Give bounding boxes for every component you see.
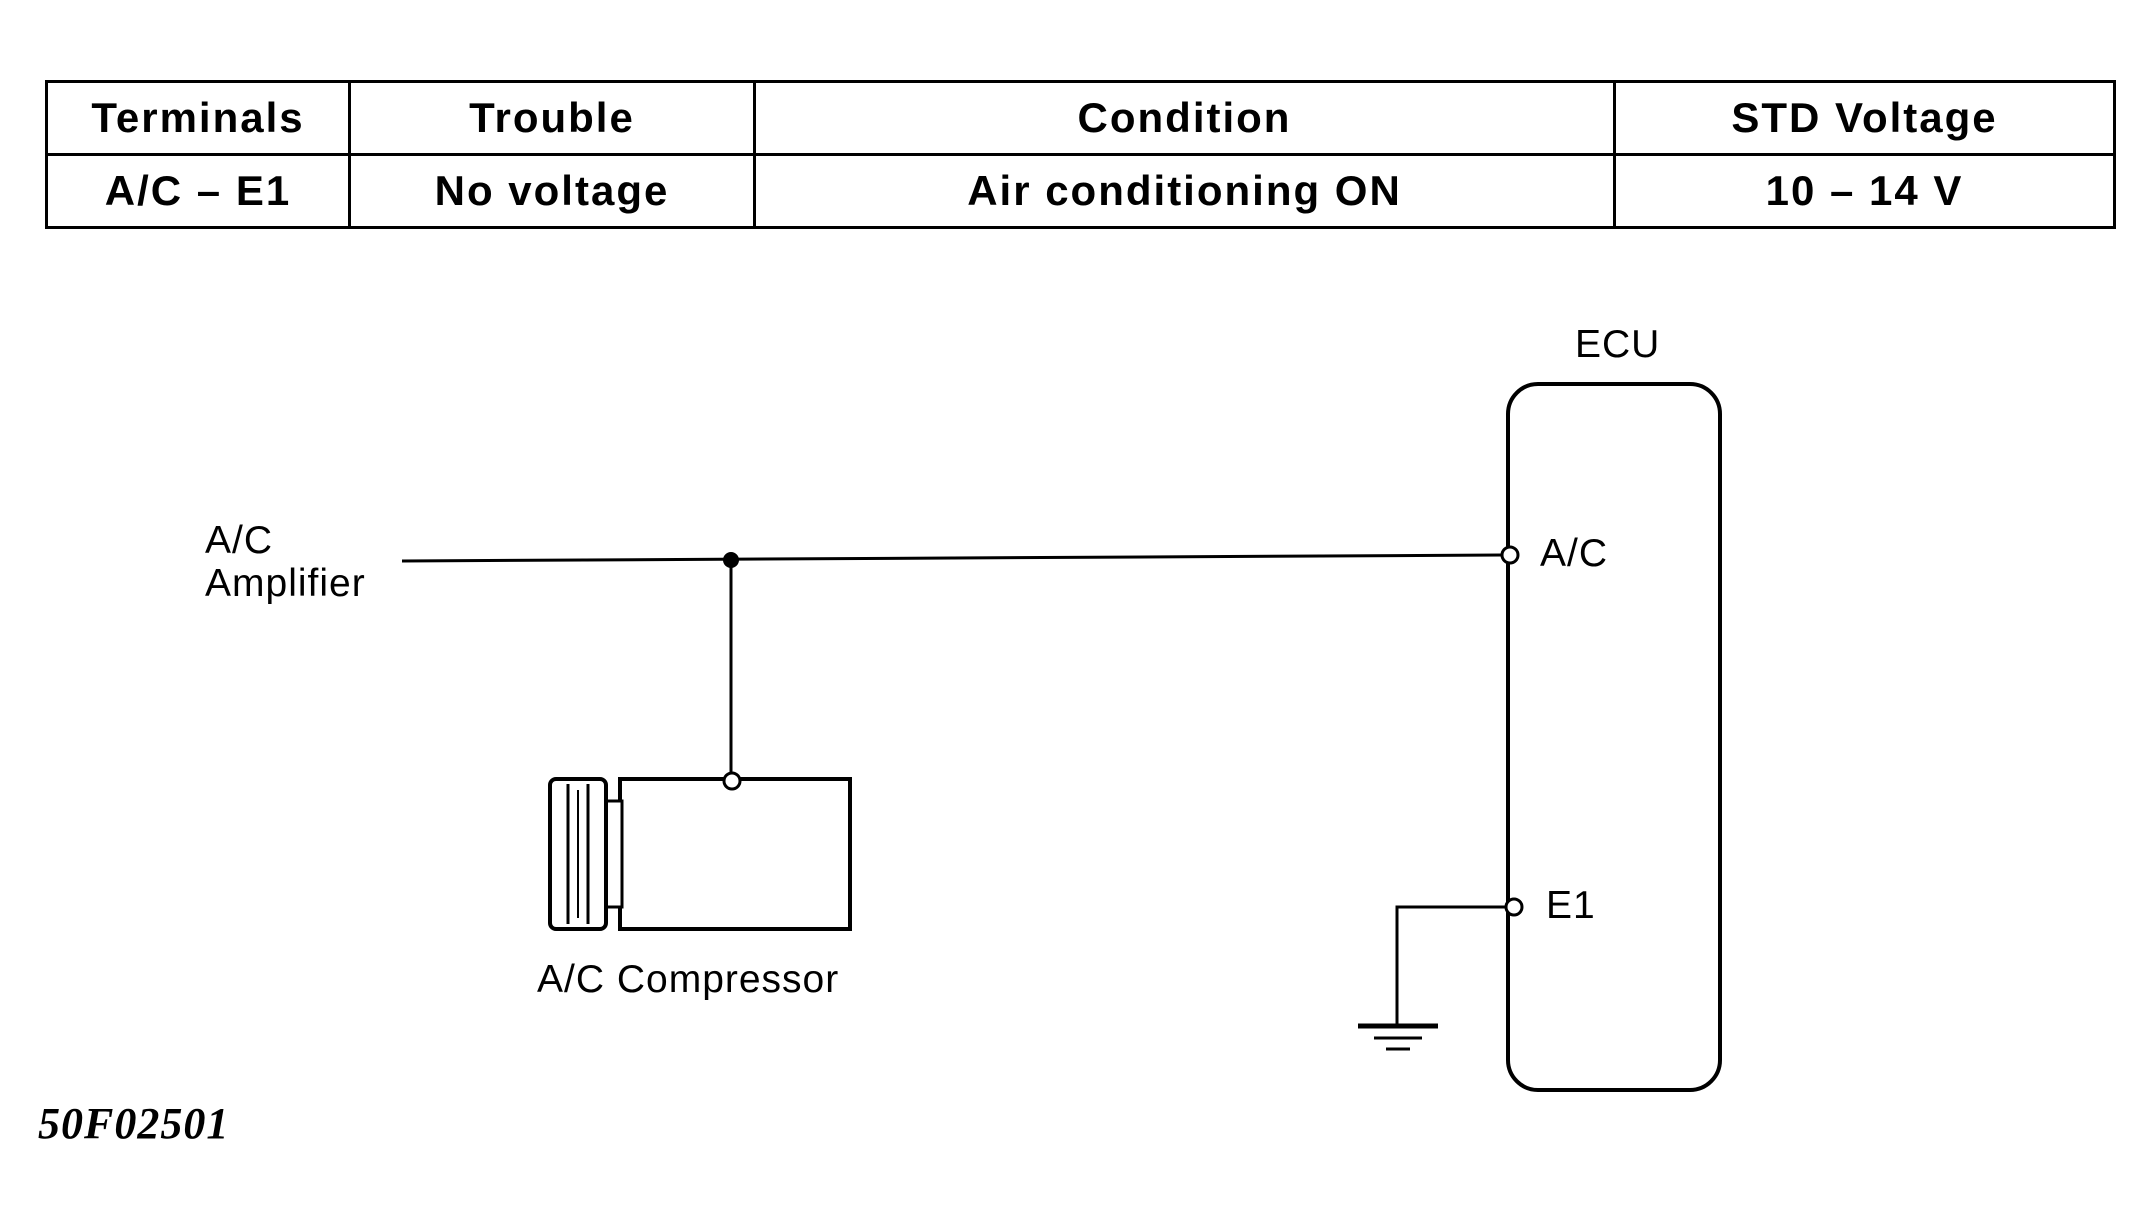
cell-terminals: A/C – E1 bbox=[45, 153, 351, 229]
cell-trouble: No voltage bbox=[348, 153, 756, 229]
ecu-box bbox=[1506, 382, 1722, 1092]
amplifier-label-line1: A/C bbox=[205, 519, 273, 562]
compressor-terminal-icon bbox=[722, 771, 742, 791]
figure-id: 50F02501 bbox=[38, 1099, 230, 1148]
ecu-terminal-ac-icon bbox=[1500, 545, 1520, 565]
ecu-terminal-e1-icon bbox=[1504, 897, 1524, 917]
table-row: A/C – E1 No voltage Air conditioning ON … bbox=[45, 153, 2116, 229]
ground-icon bbox=[1358, 1023, 1438, 1051]
header-trouble: Trouble bbox=[348, 80, 756, 156]
compressor-label: A/C Compressor bbox=[537, 958, 839, 1001]
cell-condition: Air conditioning ON bbox=[753, 153, 1616, 229]
cell-std-voltage: 10 – 14 V bbox=[1613, 153, 2116, 229]
ecu-terminal-e1-label: E1 bbox=[1546, 884, 1596, 927]
spec-table: Terminals Trouble Condition STD Voltage … bbox=[45, 80, 2116, 229]
header-terminals: Terminals bbox=[45, 80, 351, 156]
ecu-terminal-ac-label: A/C bbox=[1540, 532, 1608, 575]
signal-wire bbox=[401, 553, 1503, 563]
header-condition: Condition bbox=[753, 80, 1616, 156]
compressor-icon bbox=[548, 777, 852, 931]
amplifier-label-line2: Amplifier bbox=[205, 562, 366, 605]
table-header-row: Terminals Trouble Condition STD Voltage bbox=[45, 80, 2116, 156]
header-std-voltage: STD Voltage bbox=[1613, 80, 2116, 156]
ground-wire bbox=[1395, 905, 1506, 1024]
ecu-label: ECU bbox=[1575, 323, 1660, 366]
